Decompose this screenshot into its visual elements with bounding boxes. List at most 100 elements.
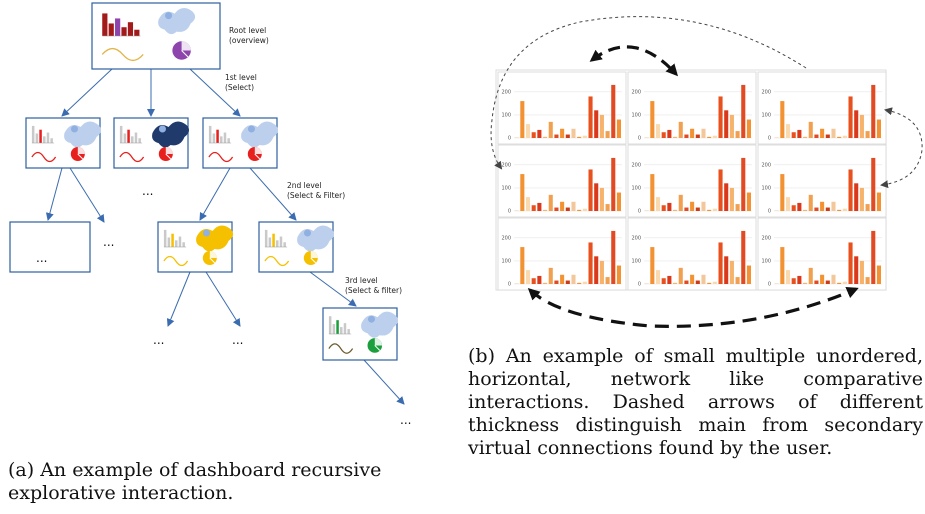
bar-mark — [820, 128, 825, 138]
dashboard-level2-right-bar — [264, 229, 268, 247]
dashboard-level1-left — [25, 117, 102, 169]
bar-mark — [537, 129, 542, 138]
bar-mark — [724, 256, 729, 284]
dashboard-level1-right-bar — [216, 129, 219, 143]
bar-mark — [650, 247, 655, 284]
bar-mark — [520, 101, 525, 138]
bar-mark — [525, 197, 531, 211]
y-tick-label: 100 — [501, 185, 511, 191]
bar-mark — [537, 275, 542, 284]
bar-mark — [746, 265, 751, 284]
y-tick-label: 0 — [638, 136, 641, 142]
bar-mark — [599, 260, 604, 284]
bar-mark — [582, 135, 587, 138]
dashboard-level1-left-bar — [50, 138, 53, 143]
bar-mark — [565, 280, 570, 284]
caption-figure-a: (a) An example of dashboard recursive ex… — [8, 459, 382, 504]
dashboard-level2-right-pie-divider — [310, 257, 317, 264]
bar-mark — [611, 84, 616, 138]
bar-mark — [655, 124, 661, 138]
bar-mark — [577, 282, 582, 284]
bar-mark — [814, 280, 819, 284]
y-tick-label: 0 — [508, 209, 511, 215]
bar-mark — [842, 135, 847, 138]
bar-mark — [848, 96, 853, 138]
y-tick-label: 0 — [768, 209, 771, 215]
y-tick-label: 0 — [768, 282, 771, 288]
bar-mark — [785, 124, 791, 138]
edge-root-to-level1-right — [189, 68, 241, 117]
bar-mark — [741, 84, 746, 138]
bar-mark — [825, 207, 830, 211]
dashboard-root-bar — [115, 18, 121, 36]
dashboard-level1-right-pie-divider — [254, 153, 261, 160]
bar-mark — [842, 281, 847, 284]
bar-mark — [848, 169, 853, 211]
y-tick-label: 100 — [631, 112, 641, 118]
first-level-sublabel: (Select) — [225, 83, 254, 92]
small-multiple-r1-c2: 200 100 0 — [627, 71, 757, 145]
bar-mark — [746, 119, 751, 138]
bar-mark — [650, 101, 655, 138]
dashboard-level1-right — [202, 117, 279, 169]
dashboard-level1-right-bar — [223, 132, 227, 143]
y-tick-label: 200 — [501, 89, 511, 95]
bar-mark — [820, 274, 825, 284]
bar-mark — [808, 267, 813, 284]
bar-mark — [554, 134, 559, 138]
dashboard-level1-left-pie-divider — [77, 153, 84, 160]
dashboard-level1-left-bar — [39, 129, 42, 143]
secondary-connection-arrow-left — [490, 16, 807, 170]
bar-mark — [673, 282, 678, 284]
y-tick-label: 100 — [501, 112, 511, 118]
dashboard-level1-left-bar — [43, 136, 46, 143]
bar-mark — [560, 274, 565, 284]
dashboard-level2-right-pie-slice — [310, 251, 318, 258]
y-tick-label: 200 — [631, 89, 641, 95]
y-tick-label: 200 — [631, 162, 641, 168]
bar-mark — [707, 136, 712, 138]
bar-mark — [741, 230, 746, 284]
bar-mark — [684, 207, 689, 211]
dashboard-level2-left-bar — [171, 233, 174, 247]
dashboard-root-bar — [102, 13, 108, 36]
bar-mark — [871, 230, 876, 284]
bar-mark — [724, 183, 729, 211]
dashboard-empty-placeholder — [9, 221, 91, 273]
bar-mark — [673, 209, 678, 211]
bar-mark — [712, 135, 717, 138]
bar-mark — [842, 208, 847, 211]
dashboard-level2-left — [157, 221, 234, 273]
second-level-sublabel: (Select & Filter) — [287, 191, 345, 200]
bar-mark — [678, 194, 683, 211]
bar-mark — [531, 278, 536, 284]
dashboard-level2-left-pie-divider — [209, 257, 216, 264]
ellipsis-level2-left-a: ... — [153, 333, 164, 347]
dashboard-level1-right-line-chart — [208, 151, 234, 163]
bar-mark — [678, 121, 683, 138]
secondary-connection-arrow-right — [880, 107, 923, 189]
bar-mark — [684, 134, 689, 138]
bar-mark — [729, 114, 734, 138]
y-tick-label: 200 — [761, 162, 771, 168]
bar-mark — [571, 274, 576, 284]
bar-mark — [859, 260, 864, 284]
dashboard-root-bar — [108, 23, 114, 36]
edge-level2-left-to-a — [166, 271, 191, 327]
bar-mark — [616, 119, 621, 138]
edge-level1-right-to-level2-right — [249, 167, 297, 221]
bar-mark — [605, 131, 610, 138]
dashboard-tree: Root level (overview) 1st level (Select)… — [9, 2, 411, 427]
bar-mark — [594, 183, 599, 211]
dashboard-level2-right — [258, 221, 335, 273]
bar-mark — [588, 96, 593, 138]
bar-mark — [854, 183, 859, 211]
bar-mark — [808, 121, 813, 138]
bar-mark — [831, 201, 836, 211]
third-level-label: 3rd level — [345, 276, 378, 285]
dashboard-level1-left-line-chart — [31, 151, 57, 163]
bar-mark — [571, 201, 576, 211]
bar-mark — [803, 282, 808, 284]
